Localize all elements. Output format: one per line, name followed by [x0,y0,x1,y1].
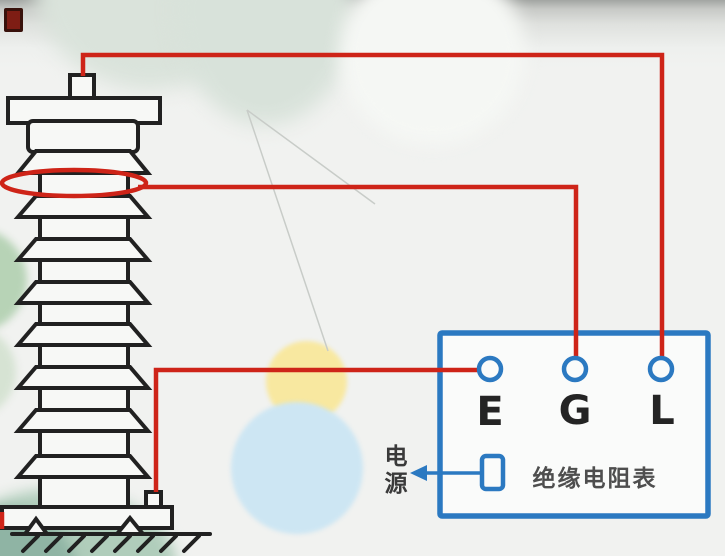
wire-top-to-terminal-l [80,52,665,357]
terminal-g-label: G [558,388,592,434]
test-wires [0,52,665,529]
arrester-shed [13,194,153,219]
arrester-neck [38,386,130,412]
arrester-neck [38,429,130,459]
leader-line-down [246,109,329,352]
background-blob-blue [231,402,363,534]
meter-terminals [476,355,675,383]
terminal-g [561,355,589,383]
arrester-neck [38,343,130,369]
arrester-shed [13,149,153,175]
arrester-shed [13,280,153,305]
wire-ring-to-terminal-g [138,184,579,357]
arrester-neck [38,301,130,327]
ground-hatching [21,534,201,553]
arrester-neck [38,258,130,284]
arrester-neck [38,475,130,510]
terminal-l-label: L [649,388,675,434]
arrester-shed [13,322,153,347]
power-source-label: 电源 [384,444,408,497]
ground-symbol [10,514,212,553]
arrester-top-knob [68,73,96,101]
background-blob-white [340,0,525,145]
arrester-shed [13,237,153,262]
base-terminal-lug [144,490,163,509]
power-arrow-head [410,465,427,481]
power-terminal [479,453,506,492]
meter-name-label: 绝缘电阻表 [532,466,658,492]
terminal-e-label: E [476,389,504,435]
wire-base-to-terminal-e [153,367,478,492]
arrester-tower [0,73,174,530]
arrester-base-plate [0,505,174,530]
arrester-upper-body [26,119,140,154]
arrester-shed [13,365,153,390]
corner-red-mark [4,8,23,32]
terminal-e [476,355,504,383]
grading-ring-clamp [0,167,149,199]
arrester-neck [38,215,130,242]
arrester-shed [13,454,153,479]
terminal-l [647,355,675,383]
leader-line-right [246,109,376,205]
arrester-shed [13,408,153,433]
leader-lines [246,109,376,352]
